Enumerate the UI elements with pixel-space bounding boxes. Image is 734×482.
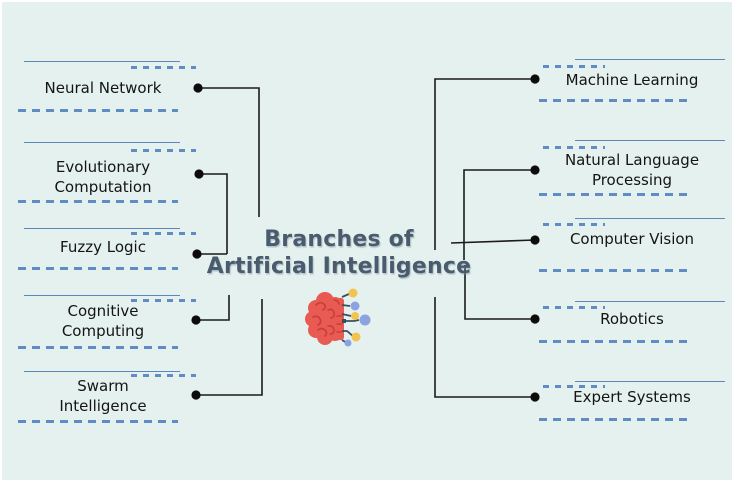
node-dash-overline [543, 223, 605, 226]
branch-label: Swarm Intelligence [59, 377, 147, 415]
branch-node-swarm-intelligence: Swarm Intelligence [13, 371, 196, 425]
branch-node-computer-vision: Computer Vision [537, 218, 727, 274]
circuit-chip [342, 319, 346, 323]
branch-node-neural-network: Neural Network [13, 61, 196, 121]
branch-node-evolutionary-computation: Evolutionary Computation [13, 142, 196, 204]
node-dash-underline [18, 346, 178, 349]
node-overline [575, 218, 725, 219]
node-dash-underline [18, 420, 178, 423]
branch-node-fuzzy-logic: Fuzzy Logic [13, 228, 196, 273]
node-dash-underline [539, 193, 691, 196]
branch-label: Machine Learning [565, 71, 699, 89]
node-overline [575, 301, 725, 302]
connector-cognitive-computing [196, 295, 230, 321]
branch-node-natural-language-processing: Natural Language Processing [537, 140, 727, 198]
connector-machine-learning [434, 78, 535, 250]
node-dash-overline [543, 385, 605, 388]
node-dash-underline [539, 418, 691, 421]
connector-swarm-intelligence [196, 299, 263, 396]
node-overline [575, 59, 725, 60]
node-overline [24, 142, 180, 143]
branch-label: Natural Language Processing [564, 151, 700, 189]
node-dash-underline [18, 200, 178, 203]
node-overline [24, 228, 180, 229]
node-dash-underline [539, 340, 691, 343]
node-overline [24, 61, 180, 62]
page-title: Branches of Artificial Intelligence [172, 226, 506, 280]
node-dash-overline [131, 149, 196, 152]
node-dash-overline [543, 306, 605, 309]
node-dash-overline [543, 146, 605, 149]
node-dash-underline [539, 99, 691, 102]
node-dash-overline [131, 374, 196, 377]
node-overline [575, 140, 725, 141]
ai-brain-icon [305, 288, 371, 347]
node-dash-overline [543, 65, 605, 68]
node-dash-overline [131, 66, 196, 69]
branch-label: Evolutionary Computation [54, 158, 152, 196]
connector-neural-network [198, 87, 260, 217]
circuit-nodes [344, 288, 371, 347]
branch-label: Fuzzy Logic [60, 238, 146, 256]
branch-node-expert-systems: Expert Systems [537, 381, 727, 423]
branch-label: Robotics [600, 310, 664, 328]
branch-label: Computer Vision [569, 230, 695, 248]
branch-label: Neural Network [44, 79, 162, 97]
branch-node-robotics: Robotics [537, 301, 727, 345]
branch-label: Expert Systems [573, 388, 691, 406]
node-overline [24, 295, 180, 296]
title-line-2: Artificial Intelligence [206, 254, 472, 279]
branch-node-cognitive-computing: Cognitive Computing [13, 295, 196, 351]
brain-squiggles [312, 299, 343, 337]
node-dash-overline [131, 232, 196, 235]
node-dash-overline [131, 299, 196, 302]
node-overline [24, 371, 180, 372]
node-dash-underline [18, 267, 178, 270]
connector-expert-systems [434, 297, 535, 398]
branch-label: Cognitive Computing [61, 302, 145, 340]
title-line-1: Branches of [264, 227, 414, 252]
brain-half [305, 292, 344, 345]
node-dash-underline [539, 269, 691, 272]
node-overline [575, 381, 725, 382]
branch-node-machine-learning: Machine Learning [537, 59, 727, 105]
node-dash-underline [18, 109, 178, 112]
